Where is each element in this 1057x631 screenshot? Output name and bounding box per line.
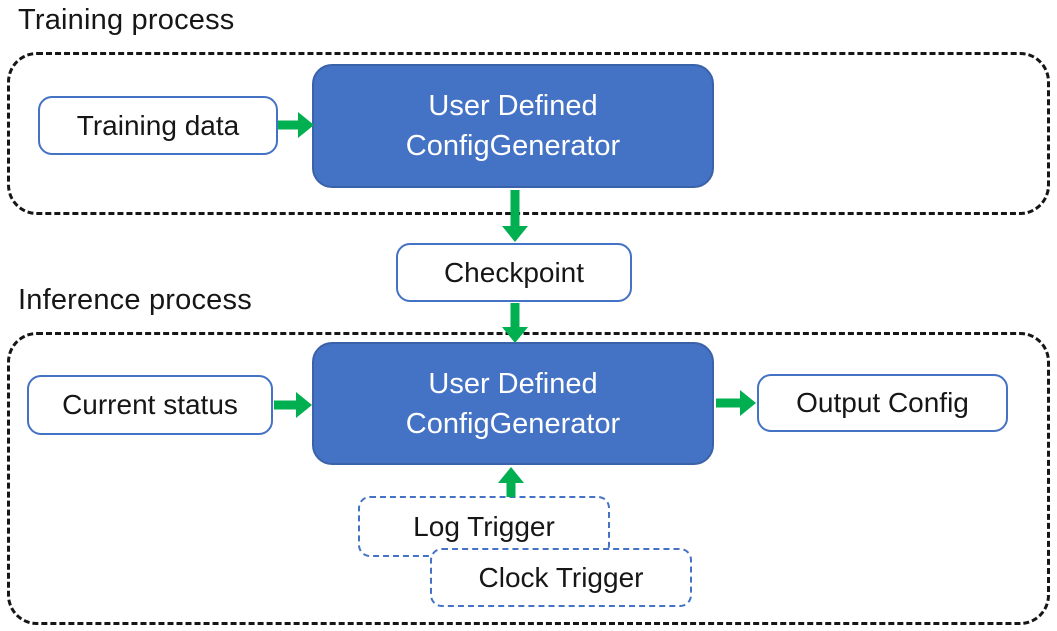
training-process-label: Training process bbox=[18, 4, 235, 36]
training-process-container bbox=[7, 52, 1050, 215]
generator-box-line2: ConfigGenerator bbox=[405, 130, 621, 162]
arrow-head bbox=[502, 226, 528, 242]
arrow-shaft bbox=[278, 120, 299, 130]
generator-to-checkpoint-arrow bbox=[502, 190, 528, 242]
training-generator-box: User Defined ConfigGenerator bbox=[312, 64, 714, 188]
arrow-shaft bbox=[274, 400, 297, 410]
log-trigger-box: Log Trigger bbox=[358, 496, 610, 557]
triggers-to-generator-arrow bbox=[498, 467, 524, 497]
inference-process-container bbox=[7, 332, 1050, 625]
current-status-box: Current status bbox=[27, 375, 273, 435]
arrow-shaft bbox=[716, 398, 741, 408]
arrow-head bbox=[498, 467, 524, 483]
current-status-to-generator-arrow bbox=[274, 392, 312, 418]
training-data-to-generator-arrow bbox=[278, 112, 314, 138]
clock-trigger-box: Clock Trigger bbox=[430, 548, 692, 607]
arrow-shaft bbox=[506, 482, 516, 497]
generator-box-line1: User Defined bbox=[428, 90, 598, 122]
arrow-head bbox=[740, 390, 756, 416]
generator-to-output-arrow bbox=[716, 390, 756, 416]
arrow-shaft bbox=[510, 190, 520, 227]
arrow-head bbox=[502, 327, 528, 343]
generator-box-line1: User Defined bbox=[428, 367, 598, 400]
inference-process-label: Inference process bbox=[18, 284, 252, 316]
arrow-shaft bbox=[510, 303, 520, 328]
training-data-box: Training data bbox=[38, 96, 278, 155]
checkpoint-box: Checkpoint bbox=[396, 243, 632, 302]
inference-generator-box: User Defined ConfigGenerator bbox=[312, 342, 714, 465]
arrow-head bbox=[298, 112, 314, 138]
checkpoint-to-generator-arrow bbox=[502, 303, 528, 343]
arrow-head bbox=[296, 392, 312, 418]
output-config-box: Output Config bbox=[757, 374, 1008, 432]
generator-box-line2: ConfigGenerator bbox=[405, 407, 621, 440]
